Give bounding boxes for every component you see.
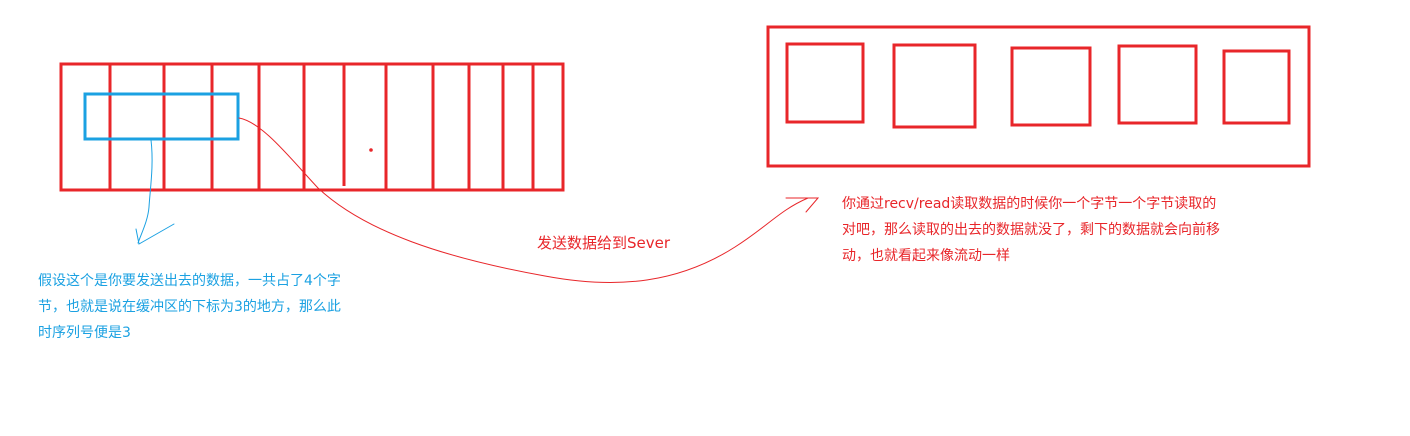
send-buffer bbox=[59, 62, 565, 192]
receive-box bbox=[1010, 46, 1092, 127]
receive-read-note: 你通过recv/read读取数据的时候你一个字节一个字节读取的对吧，那么读取的出… bbox=[842, 196, 1220, 264]
receive-box bbox=[785, 42, 865, 124]
receive-box bbox=[1222, 49, 1291, 125]
receive-buffer-frame bbox=[766, 25, 1311, 168]
receive-buffer bbox=[766, 25, 1311, 168]
send-arrow bbox=[238, 117, 820, 283]
blue-pointer-arrow bbox=[135, 139, 175, 245]
receive-box bbox=[892, 43, 977, 129]
dot-mark bbox=[369, 148, 373, 152]
send-buffer-frame bbox=[59, 62, 565, 192]
receive-box bbox=[1117, 44, 1198, 125]
selected-bytes-highlight bbox=[83, 92, 240, 141]
send-arrow-label: 发送数据给到Sever bbox=[537, 234, 671, 252]
send-bytes-note: 假设这个是你要发送出去的数据，一共占了4个字节，也就是说在缓冲区的下标为3的地方… bbox=[38, 273, 341, 341]
